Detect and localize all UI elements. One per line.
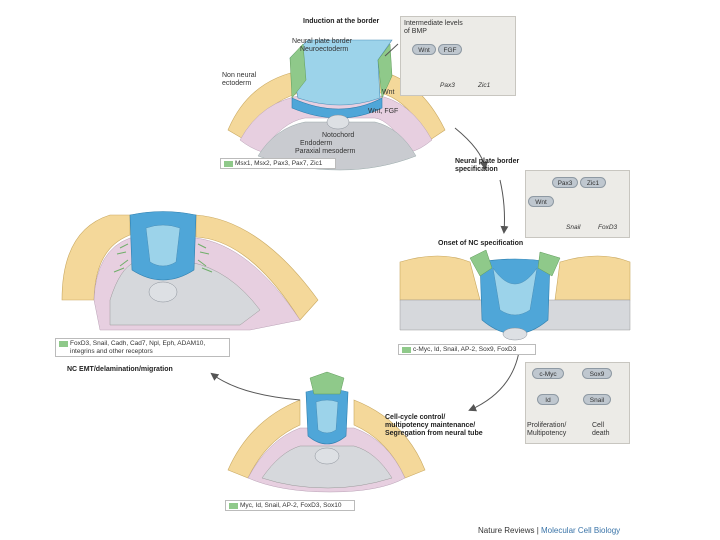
label-notochord: Notochord [322,132,355,139]
bottom-embryo [227,371,426,493]
credit-section: Molecular Cell Biology [541,526,621,535]
gene-snail: Snail [566,224,581,231]
bmp-title-1: Intermediate levels [404,20,463,27]
outcome-death-1: Cell [592,422,605,429]
legend-swatch [59,341,68,347]
legend-left-text-1: FoxD3, Snail, Cadh, Cad7, Npl, Eph, ADAM… [70,340,206,347]
legend-right-text: c-Myc, Id, Snail, AP-2, Sox9, FoxD3 [413,346,517,353]
bmp-title-2: of BMP [404,28,427,35]
node-sox9: Sox9 [582,368,612,379]
label-neuroectoderm: Neuroectoderm [300,46,349,53]
step-cellcycle-3: Segregation from neural tube [385,430,483,437]
label-wnt: Wnt [382,89,395,96]
label-paraxial-mesoderm: Paraxial mesoderm [295,148,356,155]
bmp-box [400,16,516,96]
legend-swatch [229,503,238,509]
node-wnt-2: Wnt [528,196,554,207]
legend-swatch [224,161,233,167]
legend-swatch [402,347,411,353]
step-cellcycle-1: Cell-cycle control/ [385,414,446,421]
node-wnt: Wnt [412,44,436,55]
label-non-neural: Non neural [222,72,257,79]
title-induction: Induction at the border [303,18,380,25]
node-cmyc: c-Myc [532,368,564,379]
right-embryo [399,249,631,341]
gene-foxd3: FoxD3 [598,224,618,231]
left-embryo [61,211,319,331]
step-npb-spec-1: Neural plate border [455,158,520,165]
step-npb-spec-2: specification [455,166,498,173]
node-snail: Snail [583,394,611,405]
step-onset: Onset of NC specification [438,240,524,247]
gene-pax3: Pax3 [440,82,455,89]
credit: Nature Reviews | Molecular Cell Biology [478,526,621,535]
step-emt: NC EMT/delamination/migration [67,366,173,373]
arrow-to-emt [210,372,301,401]
outcome-death-2: death [592,430,610,437]
arrow-to-onset [499,179,509,234]
legend-bottom: Myc, Id, Snail, AP-2, FoxD3, Sox10 [225,500,355,511]
bmp-callout-line [384,43,399,57]
node-zic1: Zic1 [580,177,606,188]
legend-top-text: Msx1, Msx2, Pax3, Pax7, Zic1 [235,160,323,167]
credit-journal: Nature Reviews [478,526,535,535]
label-ectoderm: ectoderm [222,80,252,87]
label-neural-plate-border: Neural plate border [292,38,352,45]
legend-left-text-2: integrins and other receptors [70,348,153,355]
legend-left: FoxD3, Snail, Cadh, Cad7, Npl, Eph, ADAM… [55,338,230,357]
node-id: Id [537,394,559,405]
arrow-induction-to-specification [454,127,488,170]
legend-top: Msx1, Msx2, Pax3, Pax7, Zic1 [220,158,336,169]
node-fgf: FGF [438,44,462,55]
legend-bottom-text: Myc, Id, Snail, AP-2, FoxD3, Sox10 [240,502,342,509]
legend-right: c-Myc, Id, Snail, AP-2, Sox9, FoxD3 [398,344,536,355]
step-cellcycle-2: multipotency maintenance/ [385,422,476,429]
label-wnt-fgf: Wnt, FGF [368,108,399,115]
node-pax3: Pax3 [552,177,578,188]
label-endoderm: Endoderm [300,140,333,147]
gene-zic1: Zic1 [478,82,491,89]
outcome-prolif-2: Multipotency [527,430,567,437]
outcome-prolif-1: Proliferation/ [527,422,567,429]
